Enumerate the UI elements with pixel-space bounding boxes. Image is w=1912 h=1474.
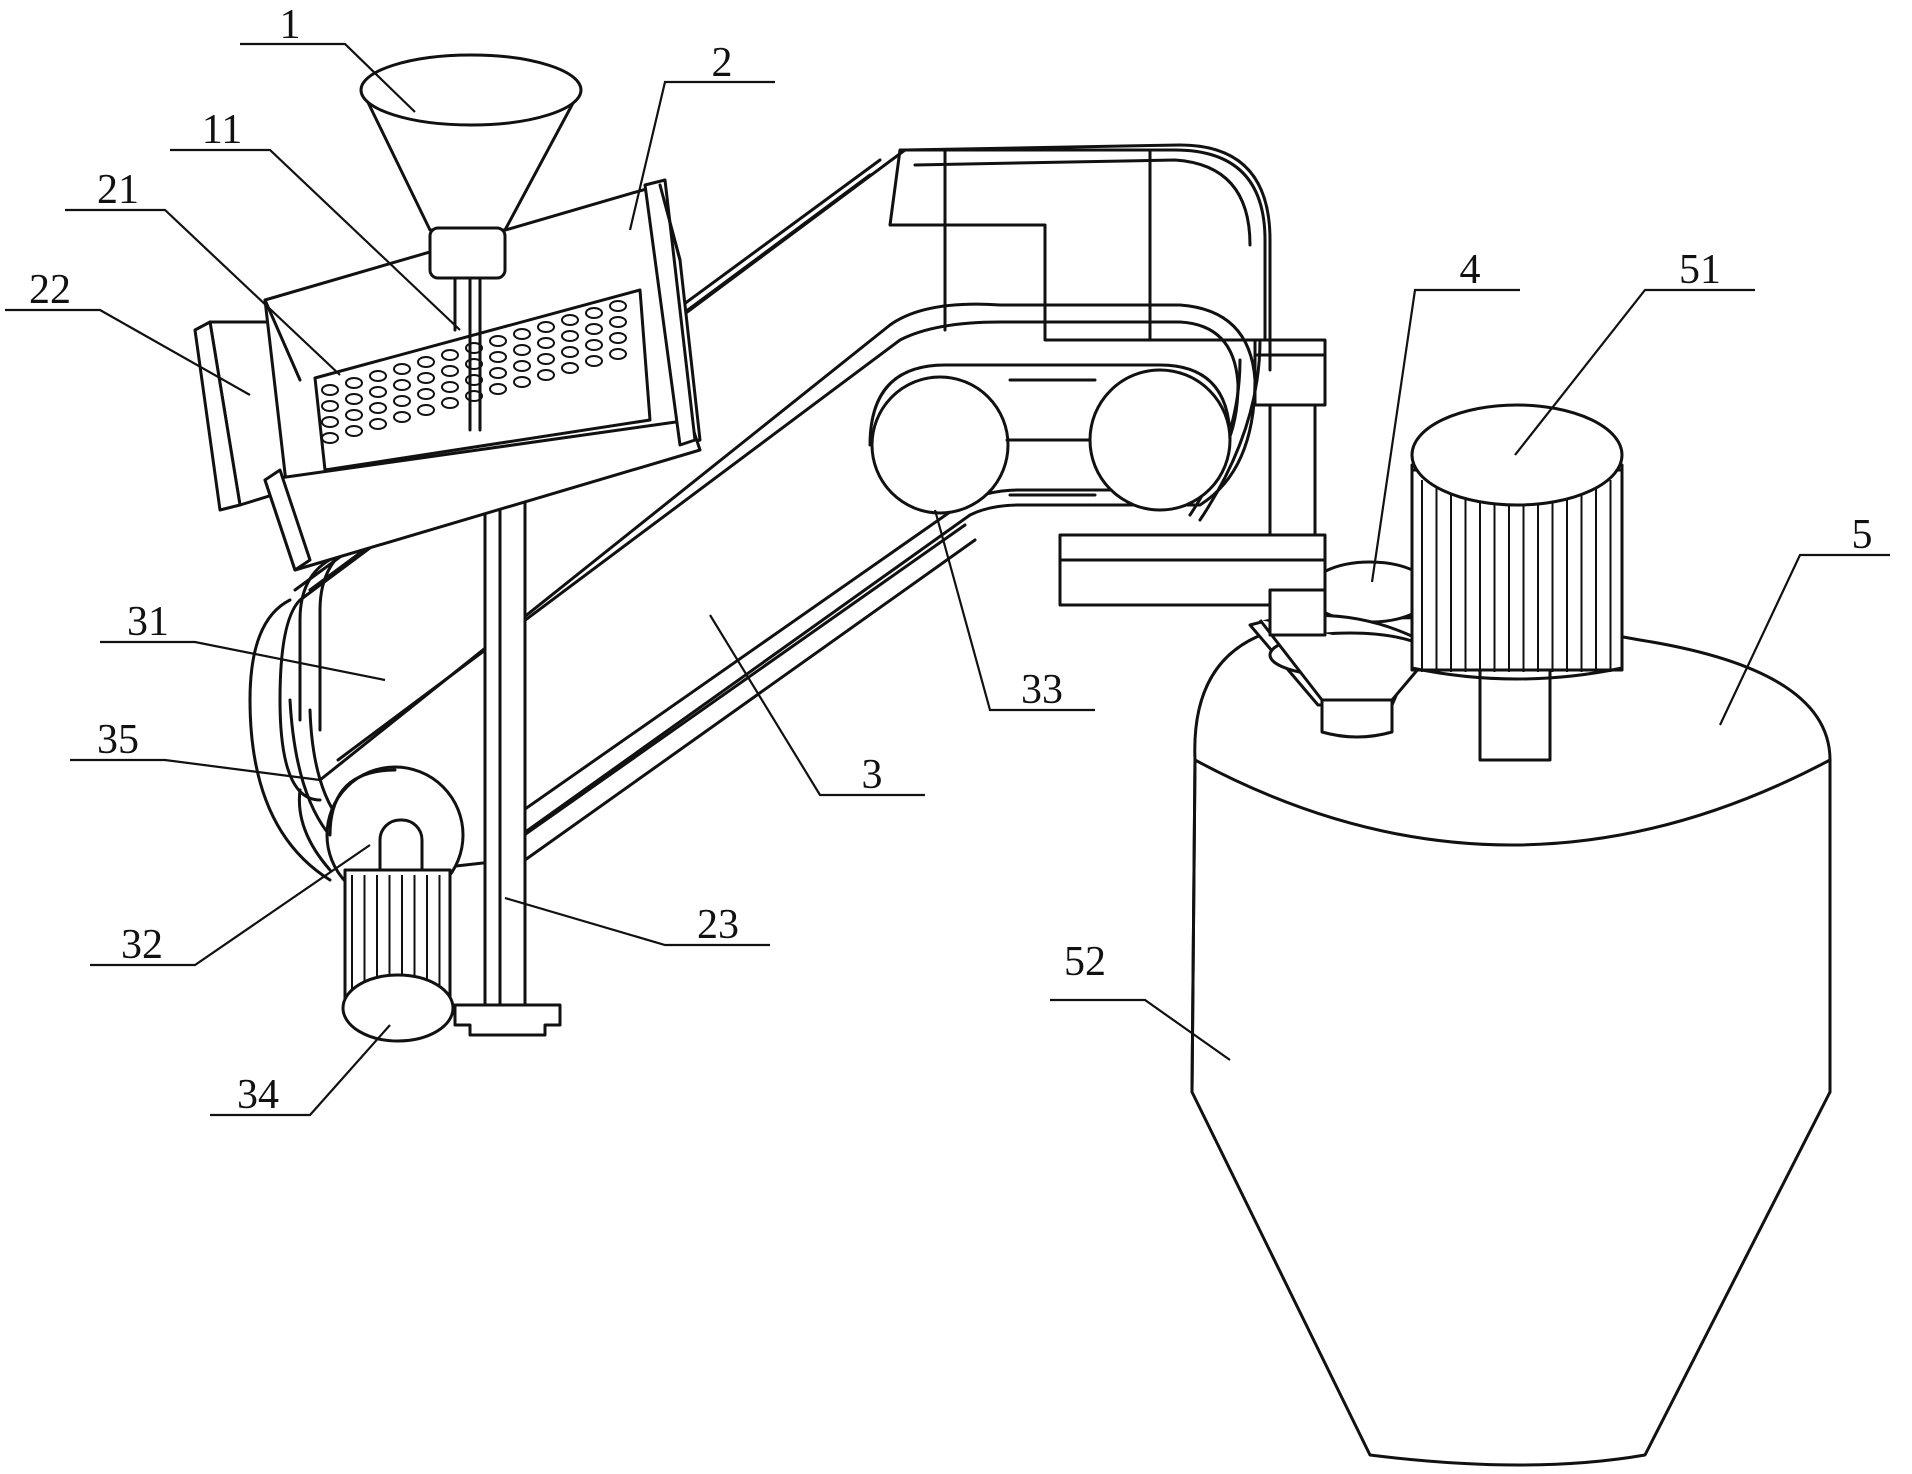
spring-coil bbox=[441, 365, 459, 377]
label-31: 31 bbox=[127, 599, 169, 645]
spring-coil bbox=[417, 388, 435, 400]
spring-coil bbox=[561, 314, 579, 326]
spring-coil bbox=[345, 377, 363, 389]
spring-coil bbox=[321, 432, 339, 444]
spring-coil bbox=[513, 344, 531, 356]
spring-coil bbox=[321, 400, 339, 412]
label-5: 5 bbox=[1852, 512, 1873, 558]
spring-coil bbox=[369, 402, 387, 414]
label-51: 51 bbox=[1679, 247, 1721, 293]
spring-coil bbox=[537, 337, 555, 349]
spring-coil bbox=[417, 356, 435, 368]
spring-coil bbox=[513, 328, 531, 340]
label-32: 32 bbox=[121, 922, 163, 968]
spring-coil bbox=[465, 358, 483, 370]
spring-coil bbox=[561, 330, 579, 342]
label-1: 1 bbox=[280, 2, 301, 48]
label-21: 21 bbox=[97, 167, 139, 213]
spring-coil bbox=[489, 335, 507, 347]
spring-coil bbox=[489, 351, 507, 363]
label-4: 4 bbox=[1460, 247, 1481, 293]
hopper bbox=[359, 53, 583, 432]
bottom-roller bbox=[325, 765, 465, 1043]
upper-rollers bbox=[868, 363, 1232, 515]
spring-coil bbox=[585, 307, 603, 319]
tank bbox=[1190, 616, 1832, 1467]
support-post bbox=[453, 453, 562, 1037]
spring-coil bbox=[513, 360, 531, 372]
spring-coil bbox=[321, 416, 339, 428]
spring-coil bbox=[321, 384, 339, 396]
spring-coil bbox=[465, 374, 483, 386]
upper-housing bbox=[888, 148, 1327, 637]
label-23: 23 bbox=[697, 902, 739, 948]
spring-coil bbox=[441, 381, 459, 393]
spring-coil bbox=[369, 418, 387, 430]
leader-lines bbox=[5, 42, 1890, 1117]
spring-coil bbox=[369, 386, 387, 398]
spring-coil bbox=[585, 323, 603, 335]
label-33: 33 bbox=[1021, 667, 1063, 713]
spring-coil bbox=[513, 376, 531, 388]
label-22: 22 bbox=[29, 267, 71, 313]
spring-coil bbox=[345, 425, 363, 437]
spring-coil bbox=[393, 395, 411, 407]
spring-coil bbox=[537, 353, 555, 365]
spring-coil bbox=[441, 397, 459, 409]
spring-coil bbox=[537, 321, 555, 333]
spring-coil bbox=[393, 379, 411, 391]
spring-coil bbox=[609, 316, 627, 328]
spring-coil bbox=[609, 332, 627, 344]
spring-coil bbox=[393, 411, 411, 423]
screen-box bbox=[193, 178, 702, 572]
part-labels: 1 2 11 21 22 31 35 32 34 23 3 33 4 51 5 … bbox=[29, 2, 1873, 1118]
label-2: 2 bbox=[712, 40, 733, 86]
label-35: 35 bbox=[97, 717, 139, 763]
spring-coil bbox=[609, 348, 627, 360]
spring-coil bbox=[561, 362, 579, 374]
label-3: 3 bbox=[862, 752, 883, 798]
spring-coil bbox=[441, 349, 459, 361]
spring-coil bbox=[561, 346, 579, 358]
spring-coil bbox=[345, 393, 363, 405]
label-34: 34 bbox=[237, 1072, 279, 1118]
spring-coil bbox=[537, 369, 555, 381]
spring-coil bbox=[465, 390, 483, 402]
spring-coil bbox=[417, 372, 435, 384]
spring-coil bbox=[465, 342, 483, 354]
label-11: 11 bbox=[202, 107, 242, 153]
spring-coil bbox=[417, 404, 435, 416]
spring-coil bbox=[585, 339, 603, 351]
top-motor bbox=[1410, 403, 1624, 762]
spring-coil bbox=[609, 300, 627, 312]
spring-coil bbox=[585, 355, 603, 367]
spring-coil bbox=[369, 370, 387, 382]
spring-coil bbox=[345, 409, 363, 421]
label-52: 52 bbox=[1064, 939, 1106, 985]
spring-coil bbox=[489, 367, 507, 379]
spring-coil bbox=[489, 383, 507, 395]
spring-coil bbox=[393, 363, 411, 375]
